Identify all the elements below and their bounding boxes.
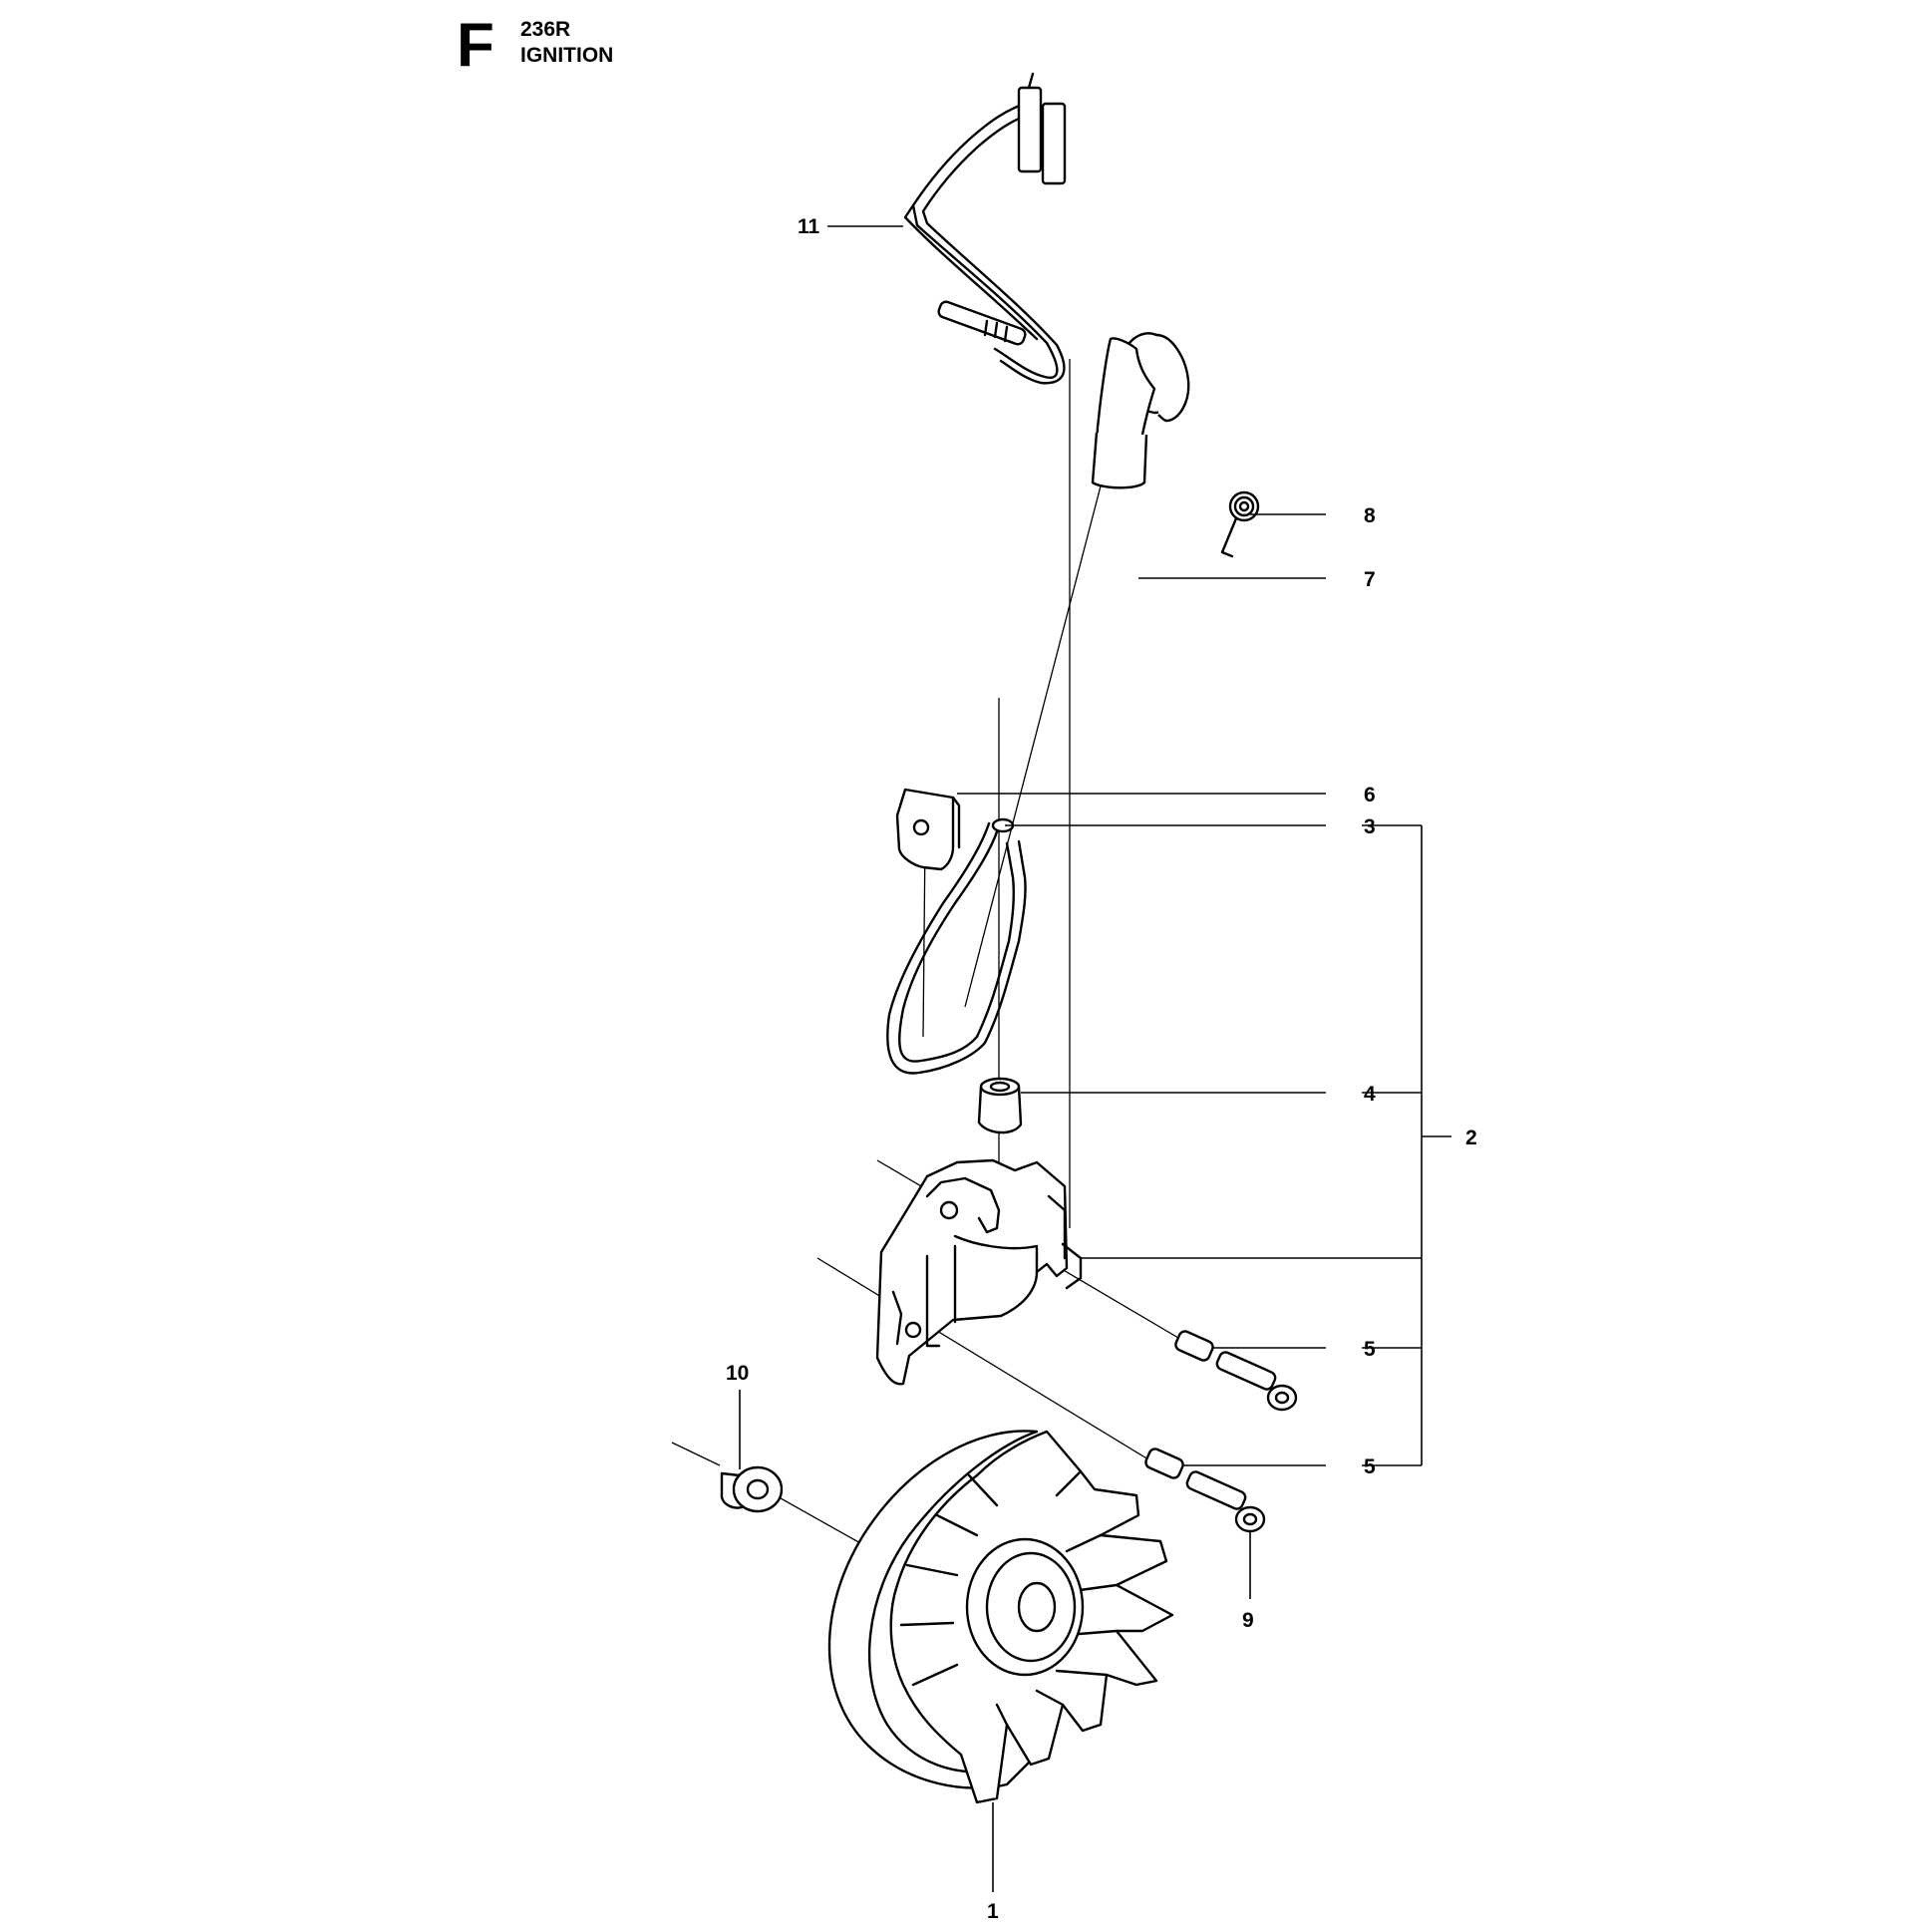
leader-lines	[739, 225, 1451, 1892]
callout-labels: 11 8 7 6 3 4 2 5 5 10 9 1	[726, 215, 1477, 1923]
assembly-axis-lines	[671, 359, 1179, 1576]
section-letter: F	[457, 11, 494, 80]
callout-5-upper: 5	[1364, 1338, 1376, 1361]
part-7-spark-plug-cap	[1091, 332, 1190, 489]
callout-11: 11	[798, 215, 820, 238]
part-11-cable	[903, 72, 1067, 385]
section-title: IGNITION	[520, 44, 613, 67]
callout-1: 1	[987, 1900, 999, 1923]
part-1-flywheel	[827, 1430, 1174, 1804]
callout-10: 10	[726, 1362, 749, 1385]
part-8-spring	[1220, 490, 1260, 558]
part-3-ht-lead	[886, 817, 1027, 1075]
callout-7: 7	[1364, 568, 1376, 591]
callout-2: 2	[1465, 1127, 1477, 1149]
callout-4: 4	[1364, 1083, 1376, 1106]
callout-3: 3	[1364, 815, 1376, 838]
part-6-clamp	[895, 788, 961, 871]
part-4-grommet	[977, 1077, 1023, 1134]
callout-9: 9	[1242, 1609, 1254, 1632]
callout-6: 6	[1364, 784, 1376, 806]
callout-5-lower: 5	[1364, 1455, 1376, 1478]
diagram-header: F 236R IGNITION	[457, 11, 613, 80]
part-2-ignition-module	[875, 1158, 1083, 1386]
model-number: 236R	[520, 18, 570, 41]
part-10-nut	[720, 1465, 784, 1513]
part-5-sleeve-upper	[1174, 1330, 1298, 1412]
callout-8: 8	[1364, 504, 1376, 527]
part-5-sleeve-lower	[1144, 1448, 1266, 1533]
